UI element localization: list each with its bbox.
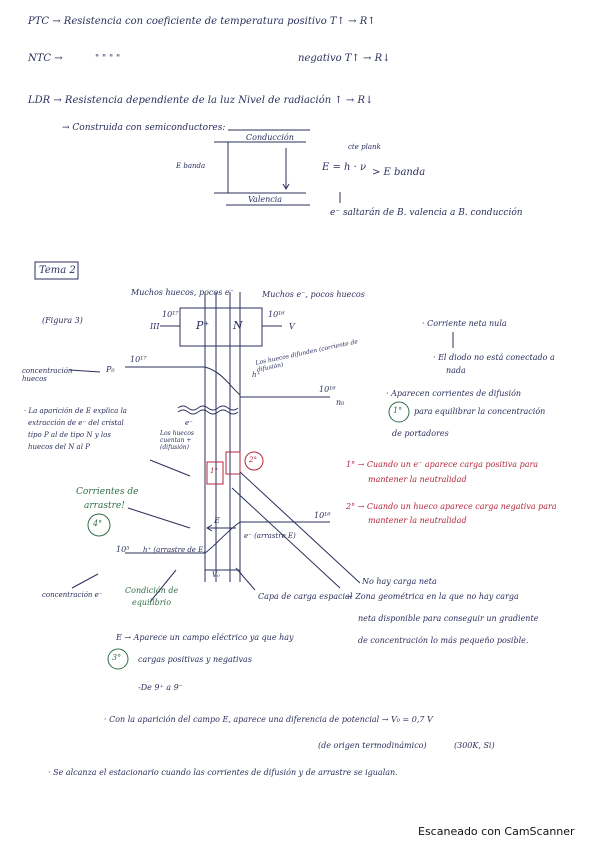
- wave-break-1: [177, 405, 239, 411]
- zona-line-3: de concentración lo más pequeño posible.: [358, 636, 529, 645]
- conc-electrons-arrow: [71, 573, 99, 589]
- circle-1-label: 1°: [393, 406, 403, 415]
- formula: E = h · ν: [322, 162, 367, 173]
- semis-line: → Construida con semiconductores:: [62, 123, 226, 133]
- many-electrons: Muchos e⁻, pocos huecos: [262, 290, 365, 299]
- positive-ion-box: [225, 451, 241, 475]
- equilibrium-line: · Se alcanza el estacionario cuando las …: [48, 768, 398, 777]
- corrientes-2: arrastre!: [84, 501, 125, 511]
- cond-eq-1: Condición de: [125, 586, 179, 595]
- conc-holes-arrow: [69, 369, 101, 373]
- p-exponent: 10¹⁷: [162, 310, 179, 319]
- left-note-arrow: [149, 459, 191, 477]
- n-group: V: [289, 322, 295, 331]
- p-region-label: P⁺: [196, 319, 210, 332]
- n-level-label: 10¹⁶: [319, 385, 336, 394]
- right-note-3: · Aparecen corrientes de difusión: [386, 389, 522, 398]
- left-note-3: tipo P al de tipo N y los: [28, 431, 111, 439]
- p-level-bottom-label: 10⁵: [116, 545, 130, 554]
- zona-line-1: → Zona geométrica en la que no hay carga: [346, 592, 519, 601]
- p-level-label: 10¹⁷: [130, 355, 147, 364]
- e-minus-label: e⁻: [185, 419, 193, 427]
- wave-break-2: [177, 409, 239, 415]
- ion-plus-label: 2°: [249, 456, 257, 464]
- drift-note-arrow: [127, 507, 191, 529]
- efield-line-2: cargas positivas y negativas: [138, 655, 252, 664]
- h-plus-label: h⁺: [252, 371, 261, 379]
- tema-title: Tema 2: [39, 265, 76, 276]
- circle-1-mark: [388, 401, 410, 423]
- circle-3-mark: [107, 648, 129, 670]
- red-note-1b: mantener la neutralidad: [368, 475, 467, 484]
- temp-line: (300K, Si): [454, 741, 495, 750]
- band-top-label: Conducción: [246, 133, 294, 142]
- right-note-3b: para equilibrar la concentración: [414, 407, 546, 416]
- many-holes: Muchos huecos, pocos e⁻: [131, 288, 234, 297]
- left-note-2: extracción de e⁻ del cristal: [28, 419, 124, 427]
- right-note-3c: de portadores: [392, 429, 449, 438]
- potential-line: · Con la aparición del campo E, aparece …: [104, 715, 433, 724]
- red-note-2: 2° → Cuando un hueco aparece carga negat…: [346, 502, 557, 511]
- n0-label: n₀: [336, 398, 345, 407]
- red-note-2b: mantener la neutralidad: [368, 516, 467, 525]
- right-note-2b: nada: [446, 366, 466, 375]
- direction-line: -De 9⁺ a 9⁻: [138, 683, 183, 692]
- circle-4-mark: [87, 513, 111, 537]
- ntc-ditto: " " " ": [95, 54, 121, 64]
- n-exponent: 10¹⁶: [268, 310, 285, 319]
- origin-line: (de origen termodinámico): [318, 741, 427, 750]
- zona-line-2: neta disponible para conseguir un gradie…: [358, 614, 539, 623]
- ldr-line: LDR → Resistencia dependiente de la luz …: [28, 95, 374, 106]
- p0-label: P₀: [106, 365, 115, 374]
- no-charge-note: No hay carga neta: [362, 577, 437, 586]
- circle-2-mark: [244, 451, 264, 471]
- ntc-tail: negativo T↑ → R↓: [298, 53, 391, 64]
- drift-plus: e⁻ (arrastre E): [244, 532, 296, 540]
- planck-label: cte plank: [348, 143, 381, 151]
- gt-ebanda: > E banda: [372, 167, 426, 178]
- red-note-1: 1° → Cuando un e⁻ aparece carga positiva…: [346, 460, 539, 469]
- band-gap-label: E banda: [176, 162, 206, 170]
- e-field-arrow-head: [206, 524, 213, 532]
- conc-holes-label: concentración huecos: [22, 367, 73, 384]
- circle-4-label: 4°: [93, 519, 103, 528]
- ntc-label: NTC →: [28, 53, 63, 64]
- n-level-bottom-label: 10¹⁶: [314, 511, 331, 520]
- cond-eq-2: equilibrio: [132, 598, 172, 607]
- electron-curve: [204, 521, 241, 554]
- efield-line-1: E → Aparece un campo eléctrico ya que ha…: [116, 633, 294, 642]
- p-level-curve: [204, 366, 241, 396]
- band-bottom-label: Valencia: [248, 195, 283, 204]
- h-arrow-note: h⁺ (arrastre de E): [143, 546, 207, 554]
- n-region-label: N: [233, 319, 243, 332]
- tema-title-box: [34, 261, 79, 280]
- corrientes-1: Corrientes de: [76, 487, 139, 497]
- ptc-line: PTC → Resistencia con coeficiente de tem…: [28, 16, 376, 27]
- camscanner-footer: Escaneado con CamScanner: [418, 825, 575, 838]
- left-note-4: huecos del N al P: [28, 443, 90, 451]
- circle-3-label: 3°: [112, 653, 122, 662]
- electron-jump: e⁻ saltarán de B. valencia a B. conducci…: [330, 208, 523, 218]
- vo-label: V₀: [212, 571, 220, 579]
- conc-electrons-label: concentración e⁻: [42, 591, 103, 599]
- capa-label: Capa de carga espacial: [258, 592, 353, 601]
- e-field-label: E: [214, 516, 220, 525]
- left-note-1: · La aparición de E explica la: [24, 407, 127, 415]
- right-note-1: · Corriente neta nula: [422, 319, 507, 328]
- figure-label: (Figura 3): [42, 316, 83, 325]
- ion-minus-label: 1°: [210, 467, 218, 475]
- no-charge-arrow-2: [231, 487, 341, 589]
- few-holes-note: Los huecos cuentan + (difusión): [160, 430, 194, 452]
- right-note-2: · El diodo no está conectado a: [433, 353, 555, 362]
- negative-ion-box: [206, 461, 224, 485]
- no-charge-arrow-1: [239, 471, 361, 584]
- band-gap-arrow-head: [282, 183, 290, 190]
- cond-eq-arrow: [149, 569, 177, 603]
- capa-arrow: [235, 567, 256, 591]
- p-group: III: [150, 322, 160, 331]
